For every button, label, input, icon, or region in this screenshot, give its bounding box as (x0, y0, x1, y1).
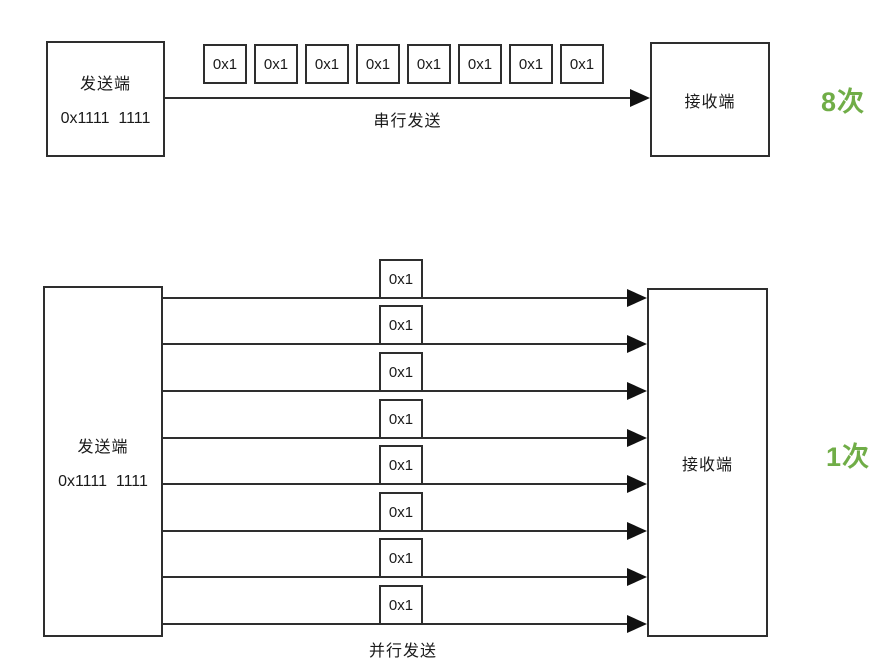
data-cell: 0x1 (379, 399, 423, 439)
data-cell: 0x1 (379, 445, 423, 485)
serial-flow-label: 串行发送 (373, 113, 442, 130)
data-cell: 0x1 (379, 538, 423, 578)
arrow-right-icon (627, 475, 647, 493)
data-cell: 0x1 (379, 492, 423, 532)
data-cell: 0x1 (203, 44, 247, 84)
arrow-right-icon (627, 522, 647, 540)
parallel-count-badge: 1次 (826, 442, 871, 472)
data-cell: 0x1 (356, 44, 400, 84)
data-cell: 0x1 (305, 44, 349, 84)
arrow-right-icon (627, 382, 647, 400)
parallel-flow-label: 并行发送 (368, 643, 437, 660)
parallel-receiver-box: 接收端 (647, 288, 768, 637)
data-cell: 0x1 (379, 352, 423, 392)
data-cell: 0x1 (509, 44, 553, 84)
parallel-sender-value: 0x1111 1111 (58, 472, 148, 490)
parallel-sender-title: 发送端 (77, 438, 129, 456)
arrow-right-icon (627, 429, 647, 447)
arrow-right-icon (627, 615, 647, 633)
data-cell: 0x1 (407, 44, 451, 84)
serial-receiver-title: 接收端 (684, 93, 736, 111)
serial-count-badge: 8次 (821, 87, 866, 117)
data-cell: 0x1 (254, 44, 298, 84)
serial-sender-value: 0x1111 1111 (60, 110, 151, 127)
serial-arrow-line (165, 97, 631, 99)
arrow-right-icon (630, 89, 650, 107)
serial-receiver-box: 接收端 (650, 42, 770, 157)
data-cell: 0x1 (379, 585, 423, 625)
serial-data-cells: 0x1 0x1 0x1 0x1 0x1 0x1 0x1 0x1 (203, 44, 604, 84)
serial-sender-box: 发送端 0x1111 1111 (46, 41, 165, 157)
parallel-receiver-title: 接收端 (681, 456, 733, 474)
arrow-right-icon (627, 568, 647, 586)
data-cell: 0x1 (379, 259, 423, 299)
parallel-sender-box: 发送端 0x1111 1111 (43, 286, 163, 637)
arrow-right-icon (627, 335, 647, 353)
data-cell: 0x1 (458, 44, 502, 84)
arrow-right-icon (627, 289, 647, 307)
serial-sender-title: 发送端 (79, 76, 131, 93)
data-cell: 0x1 (379, 305, 423, 345)
data-cell: 0x1 (560, 44, 604, 84)
